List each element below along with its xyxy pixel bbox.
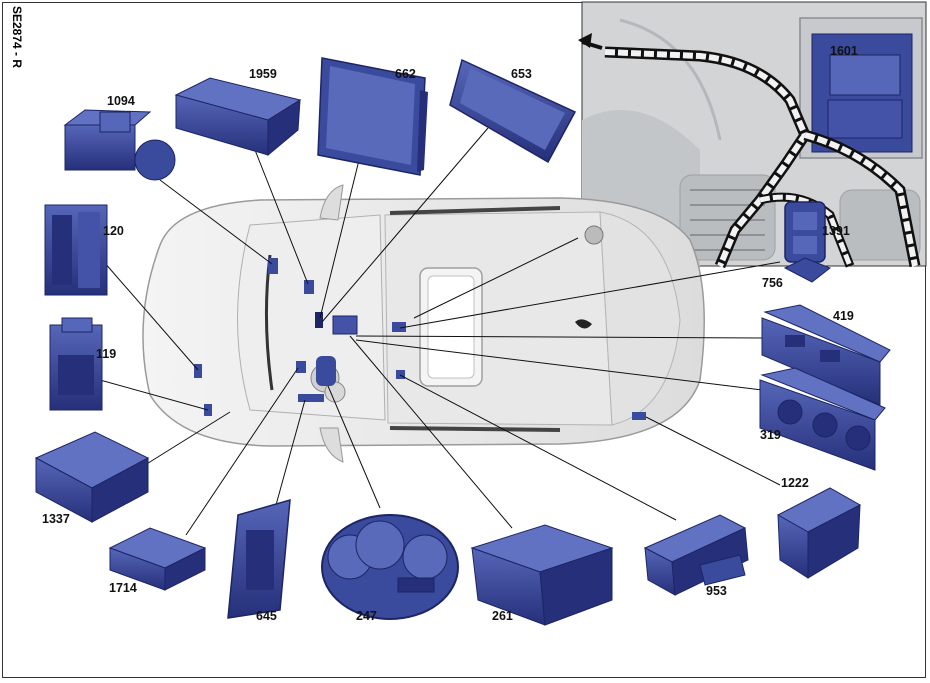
component-label-1222: 1222 [781, 476, 809, 490]
display-screen-662 [317, 57, 428, 176]
radio-unit-261 [470, 524, 614, 626]
component-label-120: 120 [103, 224, 124, 238]
climate-control-319 [759, 367, 886, 471]
component-label-1391: 1391 [822, 224, 850, 238]
module-119 [49, 317, 103, 411]
leader-lines [99, 127, 781, 536]
module-120 [44, 204, 108, 296]
component-label-756: 756 [762, 276, 783, 290]
climate-panel-419 [761, 304, 891, 406]
arrow-icon [578, 33, 592, 48]
component-label-953: 953 [706, 584, 727, 598]
component-label-645: 645 [256, 609, 277, 623]
module-1337 [34, 431, 150, 523]
component-label-1714: 1714 [109, 581, 137, 595]
component-label-1337: 1337 [42, 512, 70, 526]
module-953 [643, 514, 749, 596]
component-label-653: 653 [511, 67, 532, 81]
module-645 [227, 498, 291, 619]
component-label-419: 419 [833, 309, 854, 323]
display-module-653 [449, 58, 577, 164]
module-1714 [108, 527, 207, 591]
component-label-662: 662 [395, 67, 416, 81]
car-body [142, 184, 705, 463]
instrument-cluster-247 [321, 514, 459, 620]
component-label-319: 319 [760, 428, 781, 442]
component-label-1959: 1959 [249, 67, 277, 81]
component-label-1601: 1601 [830, 44, 858, 58]
component-label-247: 247 [356, 609, 377, 623]
component-label-119: 119 [96, 347, 117, 361]
component-label-1094: 1094 [107, 94, 135, 108]
abs-module-1094 [63, 109, 176, 181]
module-1222 [776, 487, 862, 579]
component-label-261: 261 [492, 609, 513, 623]
module-756 [783, 257, 831, 283]
module-1959 [174, 77, 302, 157]
